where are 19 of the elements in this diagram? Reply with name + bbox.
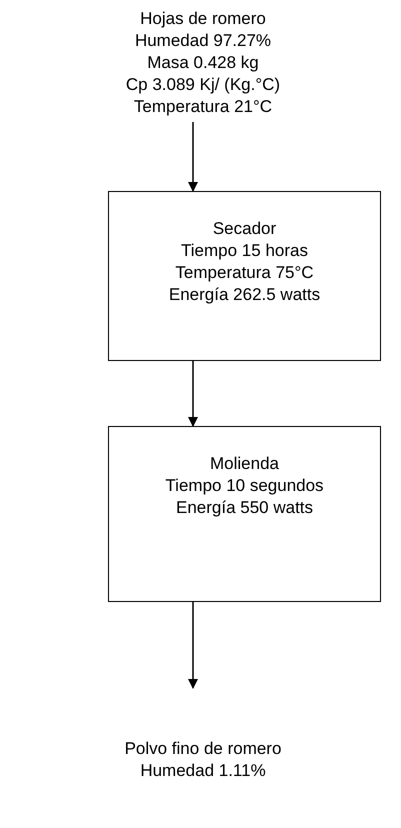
arrow <box>188 361 198 427</box>
process-parameter: Energía 550 watts <box>176 497 314 519</box>
process-title: Secador <box>212 218 276 240</box>
process-box <box>108 426 381 602</box>
process-parameter: Humedad 1.11% <box>140 760 266 782</box>
arrow <box>188 602 198 689</box>
process-parameter: Temperatura 75°C <box>175 262 314 284</box>
process-parameter: Masa 0.428 kg <box>147 52 259 74</box>
material-name: Polvo fino de romero <box>124 738 282 760</box>
material-name: Hojas de romero <box>140 8 266 30</box>
process-parameter: Tiempo 10 segundos <box>165 475 324 497</box>
arrow <box>188 122 198 192</box>
process-box <box>108 191 381 361</box>
process-parameter: Temperatura 21°C <box>134 96 272 118</box>
process-title: Molienda <box>210 453 279 475</box>
process-parameter: Humedad 97.27% <box>134 30 272 52</box>
process-parameter: Tiempo 15 horas <box>181 240 308 262</box>
process-parameter: Energía 262.5 watts <box>168 284 320 306</box>
process-parameter: Cp 3.089 Kj/ (Kg.°C) <box>126 74 280 96</box>
